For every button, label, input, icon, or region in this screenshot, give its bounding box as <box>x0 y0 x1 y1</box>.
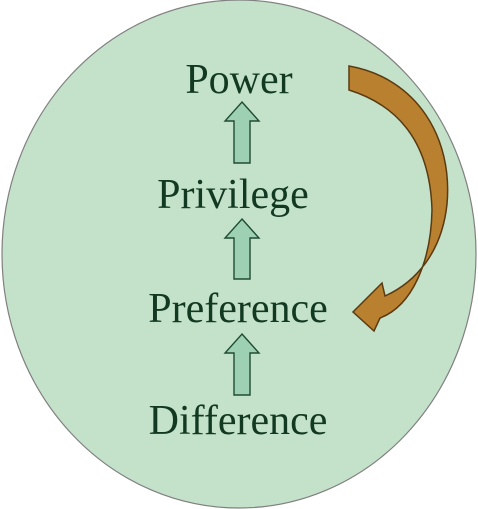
term-power: Power <box>185 57 292 103</box>
curved-arrow-icon <box>348 65 449 333</box>
term-privilege: Privilege <box>157 172 309 218</box>
term-preference: Preference <box>148 286 328 332</box>
arrow-up-icon <box>223 217 261 280</box>
term-difference: Difference <box>149 398 328 444</box>
arrow-up-icon <box>223 100 261 164</box>
arrow-up-icon <box>223 332 261 396</box>
